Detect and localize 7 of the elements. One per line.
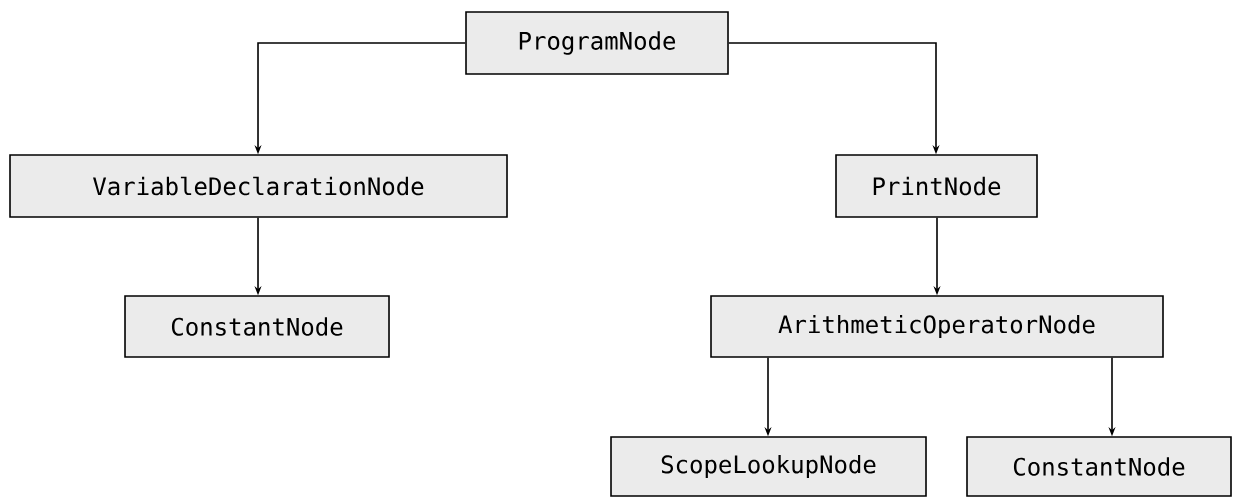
node-box: ProgramNode: [465, 11, 729, 75]
node-box: ScopeLookupNode: [610, 436, 927, 497]
node-box: ConstantNode: [124, 295, 390, 358]
node-box: ArithmeticOperatorNode: [710, 295, 1164, 358]
node-box: VariableDeclarationNode: [9, 154, 508, 218]
node-box: ConstantNode: [966, 436, 1232, 497]
node-box: PrintNode: [835, 154, 1038, 218]
